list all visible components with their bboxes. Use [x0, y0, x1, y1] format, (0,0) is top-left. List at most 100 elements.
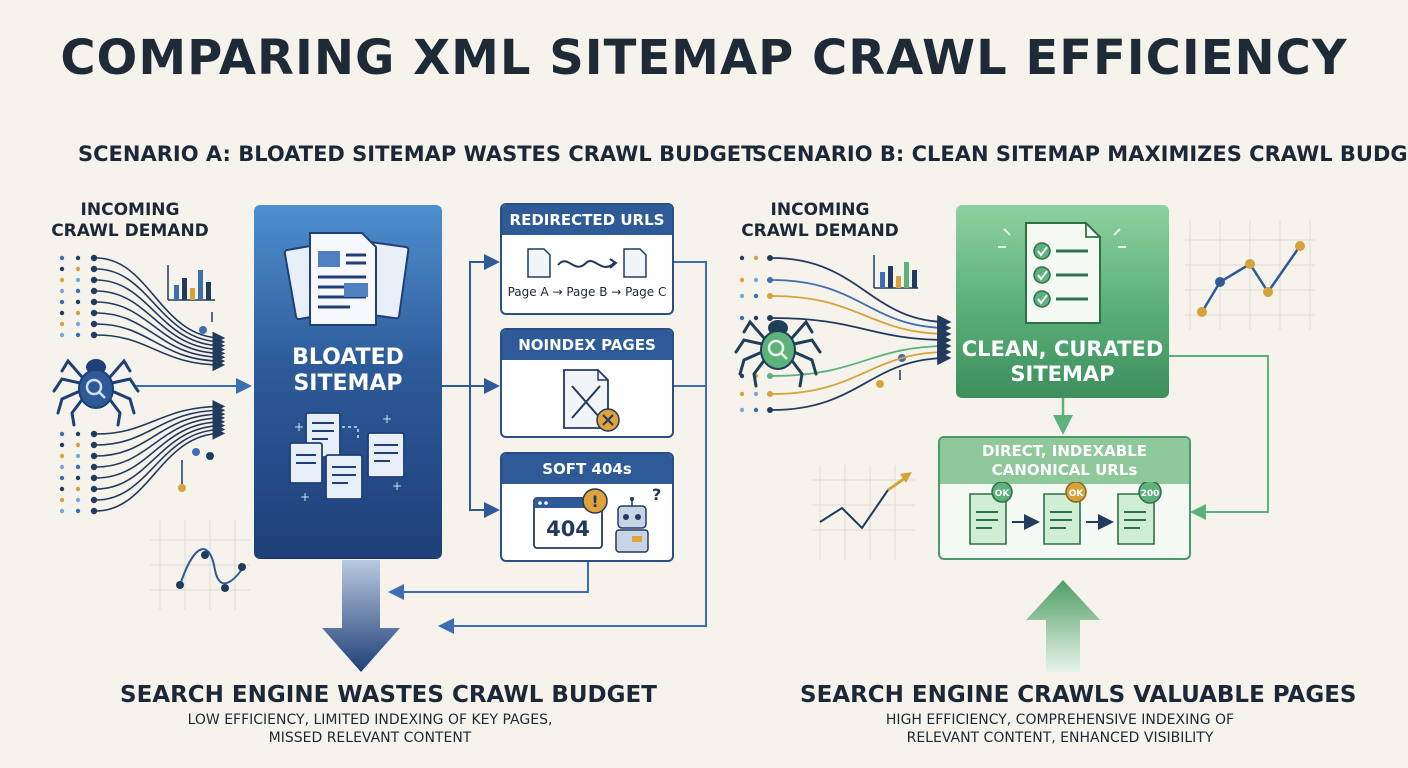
page-title: COMPARING XML SITEMAP CRAWL EFFICIENCY [60, 30, 1348, 86]
spider-crawler-icon [52, 358, 140, 427]
redirected-urls-title: REDIRECTED URLS [502, 205, 672, 235]
crawl-dot [739, 255, 745, 261]
crawl-dot [75, 486, 81, 492]
crawl-dot [59, 453, 65, 459]
indexable-pages-row: OK OK 200 [969, 482, 1162, 545]
svg-text:!: ! [591, 492, 598, 511]
crawl-path [95, 419, 226, 490]
crawl-dot [59, 464, 65, 470]
crawl-dot [75, 508, 81, 514]
redirect-chain-caption: Page A → Page B → Page C [507, 285, 667, 299]
crawl-dot [767, 391, 773, 397]
bloated-sitemap-label: BLOATED SITEMAP [292, 345, 404, 396]
crawl-dot [59, 508, 65, 514]
crawl-path [771, 295, 952, 342]
crawl-dot [90, 496, 98, 504]
waste-down-arrow [322, 560, 400, 672]
crawl-dot [59, 288, 65, 294]
crawl-path [95, 268, 226, 349]
crawl-path [771, 279, 952, 336]
crawl-dot [767, 407, 773, 413]
crawl-dot [75, 255, 81, 261]
crawl-path [95, 403, 226, 446]
canonical-urls-card: DIRECT, INDEXABLE CANONICAL URLs OK OK 2… [938, 436, 1191, 560]
noindex-pages-card: NOINDEX PAGES [500, 328, 674, 438]
crawl-dot [753, 407, 759, 413]
crawl-dot [59, 266, 65, 272]
redirect-chain-icon [527, 248, 647, 278]
canonical-urls-title: DIRECT, INDEXABLE CANONICAL URLs [940, 438, 1189, 484]
crawl-dot [739, 407, 745, 413]
crawl-dot [753, 391, 759, 397]
crawl-dot [739, 293, 745, 299]
scenario-a-incoming-label: INCOMING CRAWL DEMAND [51, 200, 209, 241]
scenario-b-outcome-text: HIGH EFFICIENCY, COMPREHENSIVE INDEXING … [885, 712, 1235, 746]
crawl-dot [90, 474, 98, 482]
spider-crawler-green-icon [734, 319, 822, 388]
crawl-dot [767, 315, 773, 321]
crawl-path [95, 334, 226, 372]
crawl-dot [75, 332, 81, 338]
crawl-dot [75, 288, 81, 294]
crawl-dot [90, 452, 98, 460]
crawl-dot [75, 321, 81, 327]
crawl-path [95, 426, 226, 512]
crawl-dot [75, 266, 81, 272]
crawl-dot [59, 442, 65, 448]
crawl-dot [75, 442, 81, 448]
crawl-dot [767, 373, 773, 379]
badge-ok-1: OK [995, 489, 1011, 499]
crawl-dot [90, 331, 98, 339]
crawl-dot [75, 299, 81, 305]
crawl-path [95, 407, 226, 457]
scenario-a-outcome-text: LOW EFFICIENCY, LIMITED INDEXING OF KEY … [187, 712, 553, 746]
success-up-arrow [1026, 580, 1100, 672]
crawl-path [771, 317, 952, 348]
crawl-dot [75, 497, 81, 503]
crawl-dot [739, 277, 745, 283]
crawl-dot [90, 441, 98, 449]
crawl-dot [59, 497, 65, 503]
crawl-path [95, 312, 226, 364]
crawl-dot [59, 431, 65, 437]
crawl-dot [75, 431, 81, 437]
svg-text:+: + [382, 412, 392, 426]
stacked-documents-icon: ++++ [283, 232, 410, 504]
crawl-path [95, 411, 226, 468]
crawl-dot [59, 321, 65, 327]
crawl-path [95, 301, 226, 360]
crawl-path [771, 257, 952, 330]
crawl-dot [90, 298, 98, 306]
crawl-dot [767, 277, 773, 283]
crawl-dot [753, 277, 759, 283]
crawl-dot [753, 315, 759, 321]
crawl-dot [90, 287, 98, 295]
scenario-a-heading: SCENARIO A: BLOATED SITEMAP WASTES CRAWL… [78, 142, 756, 166]
crawl-dot [59, 486, 65, 492]
svg-text:?: ? [652, 485, 661, 504]
crawl-dot [739, 391, 745, 397]
crawl-dot [739, 315, 745, 321]
clean-sitemap-label: CLEAN, CURATED SITEMAP [961, 337, 1164, 386]
crawl-dot [90, 254, 98, 262]
svg-text:+: + [300, 490, 310, 504]
crawl-dot [75, 310, 81, 316]
crawl-dot [90, 485, 98, 493]
soft-404-browser-robot-icon: ! ? [533, 485, 661, 553]
clean-sitemap-box: CLEAN, CURATED SITEMAP [956, 205, 1169, 398]
crawl-dot [75, 453, 81, 459]
bloated-sitemap-box: ++++ BLOATED SITEMAP [254, 205, 442, 558]
crawl-dot [90, 430, 98, 438]
crawl-dot [59, 332, 65, 338]
crawl-path [95, 415, 226, 479]
crawl-path [95, 400, 226, 435]
crawl-path [771, 350, 952, 411]
crawl-dot [90, 507, 98, 515]
scenario-b-outcome-title: SEARCH ENGINE CRAWLS VALUABLE PAGES [800, 682, 1357, 708]
crawl-dot [75, 464, 81, 470]
crawl-path [771, 344, 952, 395]
crawl-dot [753, 293, 759, 299]
crawl-dot [59, 277, 65, 283]
crawl-dot [90, 265, 98, 273]
